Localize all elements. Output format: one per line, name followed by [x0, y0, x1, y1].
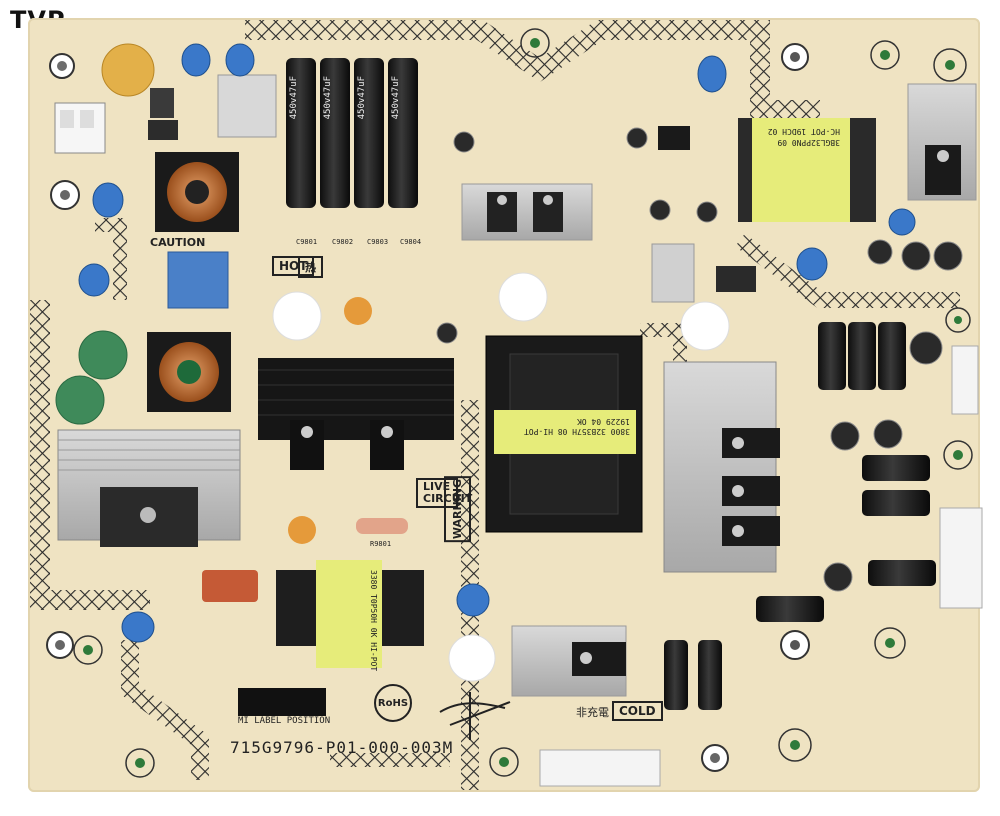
x-capacitor-blue: [167, 251, 229, 309]
orange-capacitor-2: [288, 516, 316, 544]
board-part-number: 715G9796-P01-000-003M: [230, 738, 454, 757]
top-heatsink: [461, 183, 593, 241]
ref-c9802: C9802: [332, 238, 354, 246]
ntc-thermistor-2: [55, 375, 105, 425]
common-mode-choke-2: [147, 332, 231, 412]
warning-label: WARNING: [444, 476, 471, 543]
top-right-heatsink: [907, 83, 977, 201]
output-connector: [939, 507, 983, 609]
standby-transformer: [738, 118, 876, 222]
fuse: [150, 88, 174, 118]
input-connector: [54, 102, 106, 154]
ref-c9801: C9801: [296, 238, 318, 246]
secondary-heatsink: [663, 361, 780, 573]
signal-connector: [951, 345, 979, 415]
small-capacitors: [436, 127, 963, 592]
transformer-tape-standby: 3BGL32PPN0 09 HC-POT 19DCH 02: [767, 127, 840, 147]
pfc-heatsink: [258, 358, 454, 470]
mi-label-plate: [238, 688, 326, 716]
mi-label-position: MI LABEL POSITION: [238, 716, 331, 726]
cap-marking-4: 450v47uF: [391, 76, 401, 120]
transformer-tape-main: 3800 32B357H 08 HI-POT 19229 04 OK: [524, 417, 630, 436]
handwritten-mark: [439, 692, 511, 740]
ref-c9803: C9803: [367, 238, 389, 246]
film-capacitor: [202, 570, 258, 602]
cap-marking-2: 450v47uF: [323, 76, 333, 120]
bottom-heatsink: [511, 625, 627, 697]
ref-r9801: R9801: [370, 540, 392, 548]
cold-label: COLD: [612, 701, 663, 721]
caution-label: CAUTION: [150, 236, 206, 249]
main-transformer: [485, 335, 643, 533]
gray-component: [651, 243, 695, 303]
transformer-tape-aux: 3380 T0P50H 0K HI-POT: [369, 570, 378, 672]
live-circuit-label: LIVE CIRCUIT: [416, 478, 472, 508]
bulk-capacitors: [286, 58, 418, 208]
output-capacitors: [664, 322, 936, 710]
rohs-mark: RoHS: [374, 684, 412, 722]
varistor: [101, 43, 155, 97]
thermistor: [148, 120, 178, 140]
ic-chip: [658, 126, 690, 150]
white-spacers: [272, 272, 730, 682]
aux-transformer: [276, 560, 424, 668]
diode-array: [716, 266, 756, 292]
ntc-thermistor-1: [78, 330, 128, 380]
ref-c9804: C9804: [400, 238, 422, 246]
hot-cn-label: 热: [298, 256, 323, 278]
bottom-connector: [539, 749, 661, 787]
mounting-holes: [46, 28, 973, 778]
orange-capacitor-1: [344, 297, 372, 325]
bridge-heatsink: [57, 429, 241, 547]
common-mode-choke-1: [155, 152, 239, 232]
hot-label: HOT: [272, 256, 315, 276]
cap-marking-3: 450v47uF: [357, 76, 367, 120]
x-capacitor-gray: [217, 74, 277, 138]
non-charge-label: 非充電: [576, 706, 609, 719]
resistor-r9801: [356, 518, 408, 534]
cap-marking-1: 450v47uF: [289, 76, 299, 120]
y-capacitors: [78, 43, 916, 643]
caution-text: CAUTION: [150, 236, 206, 249]
